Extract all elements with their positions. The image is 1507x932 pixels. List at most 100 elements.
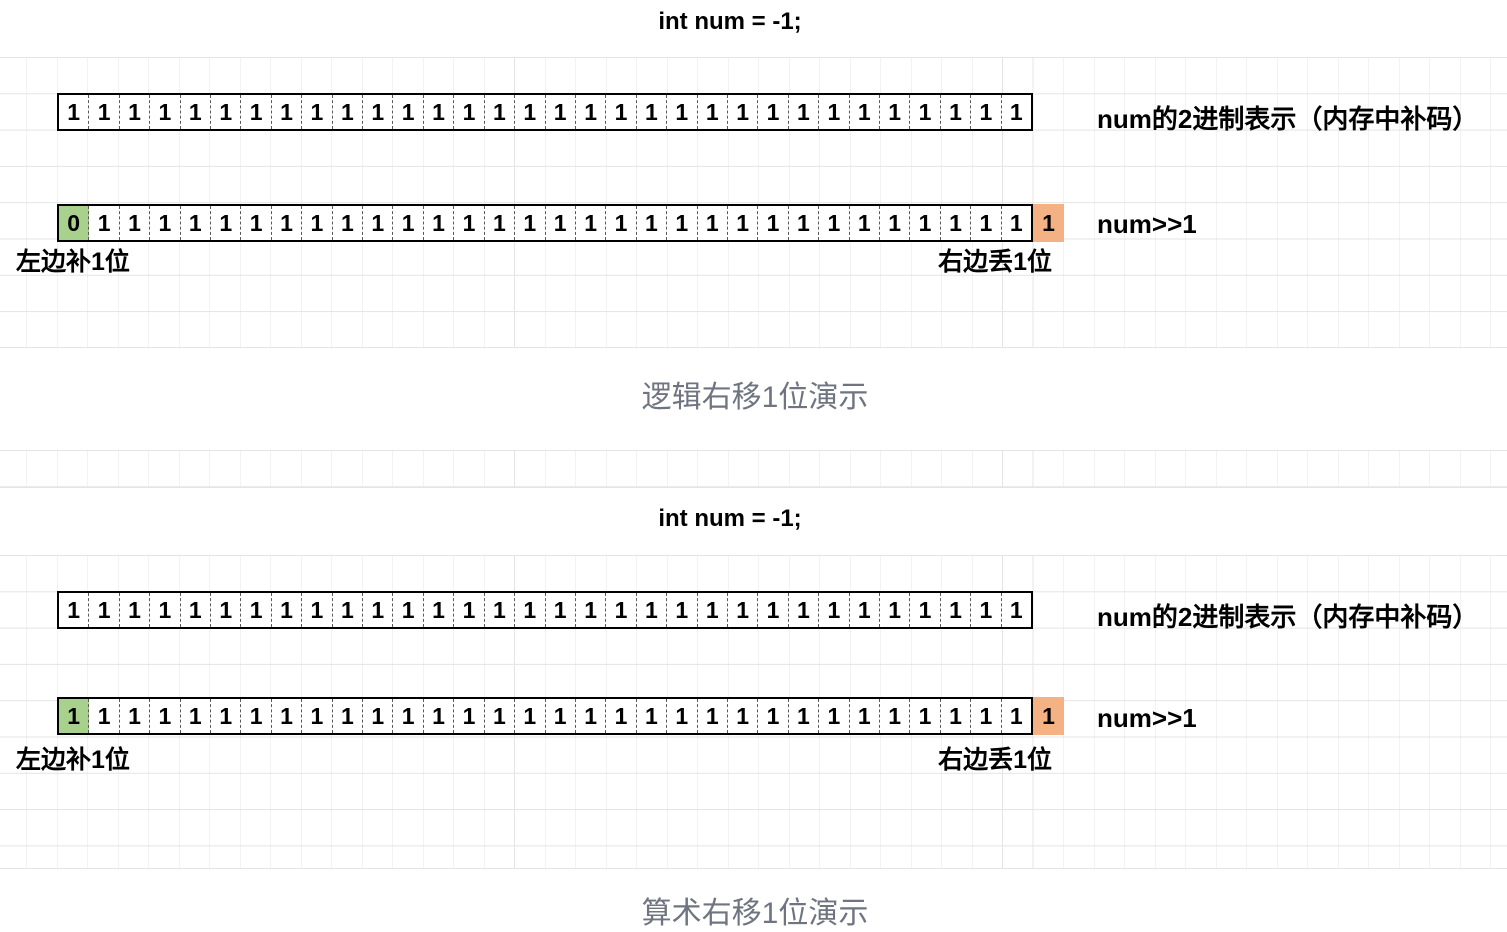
bit-cell: 1 — [850, 699, 880, 733]
bit-cell: 1 — [819, 95, 850, 129]
bit-cell: 1 — [546, 699, 576, 733]
bit-cell: 1 — [637, 699, 668, 733]
bit-cell: 1 — [393, 95, 424, 129]
bit-cell: 1 — [89, 206, 120, 240]
bit-cell: 1 — [667, 699, 698, 733]
bit-cell: 1 — [363, 593, 394, 627]
bit-cell: 1 — [454, 593, 485, 627]
bit-cell: 1 — [910, 699, 941, 733]
bit-cell: 1 — [1009, 98, 1023, 125]
bit-cell: 1 — [546, 95, 576, 129]
bit-cell: 1 — [850, 593, 880, 627]
bit-cell: 1 — [393, 206, 424, 240]
bit-cell: 1 — [424, 593, 455, 627]
bit-cell: 1 — [211, 206, 242, 240]
bit-cell: 1 — [698, 206, 728, 240]
bit-cell: 1 — [971, 699, 1002, 733]
left-pad-label: 左边补1位 — [16, 746, 130, 774]
section-caption: 算术右移1位演示 — [641, 897, 869, 930]
bit-cell: 1 — [606, 206, 637, 240]
bit-cell: 1 — [606, 95, 637, 129]
binary-representation-label: num的2进制表示（内存中补码） — [1097, 602, 1479, 632]
bit-cell: 1 — [667, 206, 698, 240]
bit-cell: 1 — [819, 206, 850, 240]
bit-cell: 1 — [424, 206, 455, 240]
bit-cell: 1 — [485, 206, 516, 240]
bit-cell: 1 — [880, 206, 911, 240]
bit-cell: 1 — [819, 699, 850, 733]
bit-cell: 1 — [850, 95, 880, 129]
bit-cell: 1 — [241, 699, 272, 733]
bit-cell: 1 — [89, 593, 120, 627]
bit-cell: 1 — [728, 206, 759, 240]
bit-cell: 1 — [941, 206, 972, 240]
bit-cell: 1 — [150, 699, 181, 733]
bit-cell: 1 — [698, 699, 728, 733]
bit-cell: 1 — [637, 95, 668, 129]
bit-cell: 1 — [333, 699, 364, 733]
bit-cell: 1 — [211, 95, 242, 129]
bit-cell: 1 — [211, 593, 242, 627]
bit-cell: 1 — [454, 206, 485, 240]
bit-cell: 1 — [941, 593, 972, 627]
bit-cell: 1 — [758, 593, 789, 627]
bit-cell: 1 — [637, 206, 668, 240]
bit-cell: 1 — [241, 593, 272, 627]
bit-cell: 1 — [789, 593, 820, 627]
bit-cell: 1 — [454, 699, 485, 733]
bit-cell: 1 — [515, 699, 546, 733]
bit-cell: 1 — [272, 699, 303, 733]
bit-cell: 1 — [515, 95, 546, 129]
bit-cell: 1 — [698, 95, 728, 129]
grid-background-middle — [0, 450, 1507, 488]
bit-cell: 1 — [181, 95, 212, 129]
bit-cell: 1 — [424, 95, 455, 129]
bit-cell: 1 — [485, 593, 516, 627]
bit-cell: 1 — [363, 95, 394, 129]
bit-cell: 1 — [606, 699, 637, 733]
bit-cell: 1 — [1009, 596, 1023, 623]
bit-cell: 1 — [515, 593, 546, 627]
bit-cell: 1 — [758, 95, 789, 129]
bit-cell: 1 — [971, 95, 1002, 129]
bit-cell: 1 — [333, 95, 364, 129]
bit-cell: 1 — [485, 95, 516, 129]
bit-cell: 1 — [667, 593, 698, 627]
bit-cell: 1 — [606, 593, 637, 627]
bit-cell: 1 — [302, 593, 333, 627]
right-drop-label: 右边丢1位 — [938, 248, 1052, 276]
shift-expression-label: num>>1 — [1097, 209, 1197, 239]
bit-cell: 1 — [59, 95, 90, 129]
bit-cell: 1 — [181, 206, 212, 240]
bit-cell: 1 — [941, 699, 972, 733]
bit-cell: 1 — [576, 206, 607, 240]
bit-cell: 1 — [302, 206, 333, 240]
bit-cell: 1 — [241, 95, 272, 129]
bit-cell: 1 — [120, 699, 151, 733]
bit-cell: 1 — [1009, 702, 1023, 729]
bit-cell: 1 — [120, 206, 151, 240]
bit-cell: 1 — [454, 95, 485, 129]
bit-cell: 1 — [59, 593, 90, 627]
bit-cell: 1 — [880, 593, 911, 627]
bit-cell: 1 — [1009, 209, 1023, 236]
left-pad-label: 左边补1位 — [16, 248, 130, 276]
bit-cell: 1 — [758, 206, 789, 240]
bit-cell: 1 — [728, 593, 759, 627]
bit-cell: 1 — [181, 593, 212, 627]
bit-cell: 1 — [941, 95, 972, 129]
bit-cell: 1 — [393, 699, 424, 733]
bit-cell: 1 — [971, 593, 1002, 627]
bit-cell: 1 — [363, 699, 394, 733]
dropped-bit-cell: 1 — [1033, 697, 1064, 735]
bit-cell: 1 — [971, 206, 1002, 240]
bit-cell: 1 — [211, 699, 242, 733]
bit-cell: 1 — [302, 95, 333, 129]
bit-cell: 1 — [546, 206, 576, 240]
bit-cell: 1 — [150, 593, 181, 627]
dropped-bit-cell: 1 — [1033, 204, 1064, 242]
bit-cell: 1 — [910, 206, 941, 240]
bit-cell: 1 — [120, 95, 151, 129]
bit-cell: 1 — [393, 593, 424, 627]
